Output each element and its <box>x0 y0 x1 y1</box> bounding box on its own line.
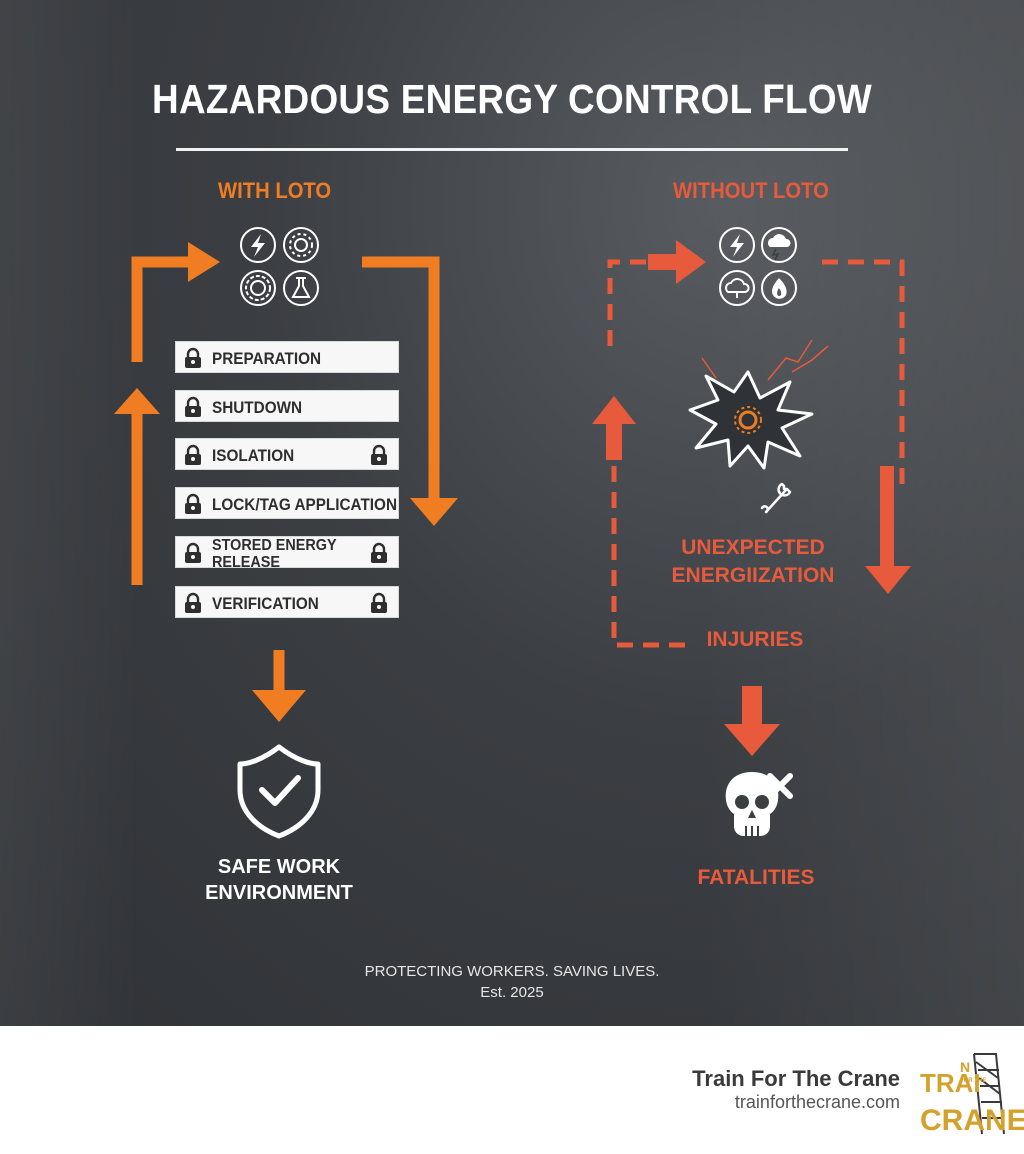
lock-icon <box>184 542 202 563</box>
loto-step-label: SHUTDOWN <box>212 398 303 417</box>
flow-arrows <box>114 227 911 839</box>
dashed-path-top <box>607 259 672 346</box>
footer-tagline: PROTECTING WORKERS. SAVING LIVES. <box>364 963 660 980</box>
lock-icon <box>184 396 202 417</box>
red-arrowhead-down <box>865 566 911 594</box>
safe-work-outcome: SAFE WORK ENVIRONMENT <box>179 854 379 906</box>
event-line-1: UNEXPECTED <box>681 536 825 559</box>
shield-check-icon <box>237 744 321 839</box>
loto-step: STORED ENERGY RELEASE <box>175 536 399 571</box>
event-line-2: ENERGIIZATION <box>671 564 835 587</box>
lock-icon <box>370 444 388 465</box>
footer-est: Est. 2025 <box>480 984 544 1001</box>
cloud-icon <box>719 270 755 306</box>
lock-icon <box>370 542 388 563</box>
brand-url: trainforthecrane.com <box>734 1092 900 1112</box>
logo-text-train: TRAI <box>920 1068 981 1098</box>
loto-step-label: ISOLATION <box>212 446 295 465</box>
red-arrow-shaft-fatal <box>742 686 762 726</box>
page-title: HAZARDOUS ENERGY CONTROL FLOW <box>152 76 872 122</box>
red-arrowhead-right <box>676 240 706 284</box>
logo-text-crane: CRANE <box>920 1104 1024 1137</box>
logo-text-forthe: FOR THE <box>960 1078 986 1084</box>
lock-icon <box>184 493 202 514</box>
red-arrow-shaft-down <box>880 466 894 572</box>
cog-icon <box>240 270 276 306</box>
injuries-label: INJURIES <box>706 628 804 651</box>
flask-icon <box>283 270 319 306</box>
lock-icon <box>184 592 202 613</box>
unexpected-energization-label: UNEXPECTED ENERGIIZATION <box>658 534 848 590</box>
loto-step-label: PREPARATION <box>212 349 322 368</box>
title-divider <box>176 148 848 151</box>
return-arrow-upper <box>131 256 190 362</box>
outcome-line-1: SAFE WORK <box>217 856 341 878</box>
arrowhead-down <box>410 498 458 526</box>
loto-step: ISOLATION <box>175 438 399 470</box>
gear-icon <box>283 227 319 263</box>
logo-text-n: N <box>960 1059 970 1075</box>
fire-icon <box>761 270 797 306</box>
lock-icon <box>184 444 202 465</box>
loto-step: LOCK/TAG APPLICATION <box>175 487 399 519</box>
lightning-icon <box>719 227 755 263</box>
loto-step-label: LOCK/TAG APPLICATION <box>212 495 398 514</box>
red-arrowhead-fatal <box>724 724 780 756</box>
red-arrow-shaft-up <box>606 420 622 460</box>
outcome-line-2: ENVIRONMENT <box>205 882 353 904</box>
down-arrow <box>362 256 440 502</box>
fatalities-label: FATALITIES <box>697 866 815 889</box>
brand-name: Train For The Crane <box>692 1066 900 1091</box>
storm-cloud-icon <box>761 227 797 263</box>
explosion-icon <box>688 339 829 470</box>
with-loto-heading: WITH LOTO <box>218 178 332 203</box>
brand-logo: TRAI N FOR THE CRANE <box>920 1053 1024 1137</box>
loto-step-label: VERIFICATION <box>212 594 319 613</box>
red-arrow-shaft-top <box>648 254 678 270</box>
dashed-path-right <box>822 259 905 494</box>
arrowhead-up <box>114 388 160 414</box>
arrowhead-outcome <box>252 690 306 722</box>
loto-step: PREPARATION <box>175 341 399 373</box>
wrench-icon <box>760 482 792 514</box>
skull-icon <box>725 772 793 836</box>
without-loto-heading: WITHOUT LOTO <box>673 178 829 203</box>
infographic-poster: HAZARDOUS ENERGY CONTROL FLOW WITH LOTO <box>0 0 1024 1026</box>
arrowhead-right <box>188 242 220 282</box>
loto-step-label: STORED ENERGY RELEASE <box>212 537 337 571</box>
lock-icon <box>184 347 202 368</box>
lock-icon <box>370 592 388 613</box>
loto-step: VERIFICATION <box>175 586 399 618</box>
loto-step: SHUTDOWN <box>175 390 399 422</box>
lightning-icon <box>240 227 276 263</box>
red-arrowhead-up <box>592 396 636 424</box>
